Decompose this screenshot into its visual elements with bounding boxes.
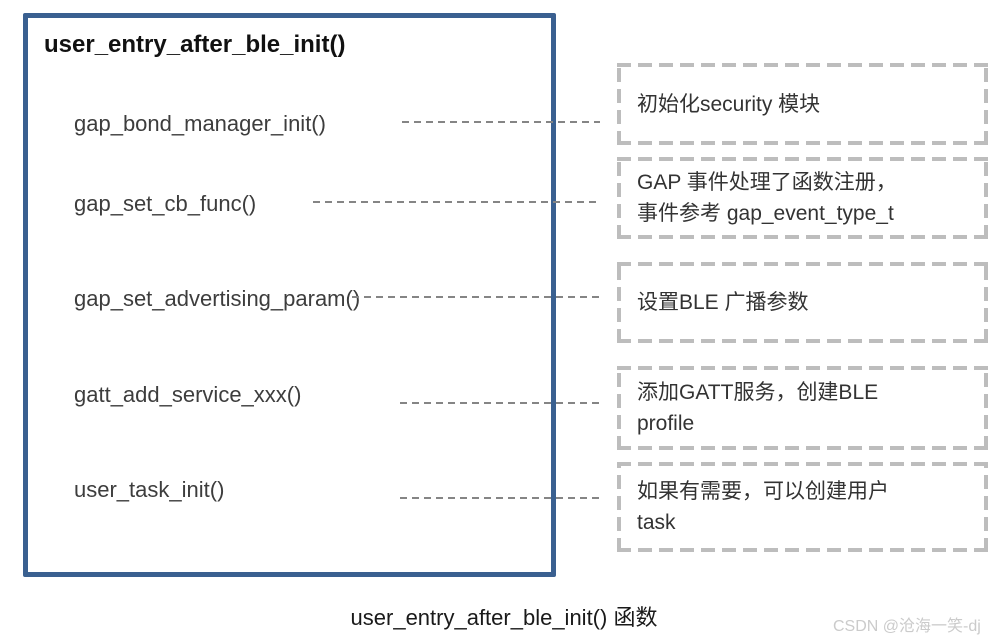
main-box-title: user_entry_after_ble_init() bbox=[44, 31, 346, 58]
function-item-user-task-init: user_task_init() bbox=[74, 477, 225, 502]
annotation-box-gatt-service: 添加GATT服务，创建BLE profile bbox=[617, 366, 988, 450]
annotation-box-adv-param: 设置BLE 广播参数 bbox=[617, 262, 988, 343]
main-function-box: user_entry_after_ble_init() gap_bond_man… bbox=[23, 13, 556, 577]
annotation-text: 设置BLE 广播参数 bbox=[637, 291, 809, 314]
annotation-text: profile bbox=[637, 412, 695, 435]
function-item-gap-bond-manager-init: gap_bond_manager_init() bbox=[74, 111, 326, 136]
connector-line-1 bbox=[402, 121, 600, 123]
csdn-watermark: CSDN @沧海一笑-dj bbox=[833, 618, 981, 635]
annotation-text: GAP 事件处理了函数注册， bbox=[637, 171, 897, 194]
annotation-text: 如果有需要，可以创建用户 bbox=[637, 480, 889, 503]
annotation-box-user-task: 如果有需要，可以创建用户 task bbox=[617, 462, 988, 552]
function-item-gap-set-advertising-param: gap_set_advertising_param() bbox=[74, 286, 361, 311]
connector-line-3 bbox=[352, 296, 600, 298]
connector-line-5 bbox=[400, 497, 600, 499]
annotation-box-gap-callback: GAP 事件处理了函数注册， 事件参考 gap_event_type_t bbox=[617, 157, 988, 239]
figure-caption: user_entry_after_ble_init() 函数 bbox=[350, 605, 658, 630]
annotation-text: 事件参考 gap_event_type_t bbox=[637, 202, 894, 225]
connector-line-4 bbox=[400, 402, 600, 404]
annotation-text: 添加GATT服务，创建BLE bbox=[637, 381, 879, 404]
function-item-gatt-add-service: gatt_add_service_xxx() bbox=[74, 382, 302, 407]
annotation-box-security-init: 初始化security 模块 bbox=[617, 63, 988, 145]
connector-line-2 bbox=[313, 201, 600, 203]
function-item-gap-set-cb-func: gap_set_cb_func() bbox=[74, 191, 257, 216]
annotation-text: task bbox=[637, 511, 676, 534]
annotation-text: 初始化security 模块 bbox=[637, 92, 821, 116]
